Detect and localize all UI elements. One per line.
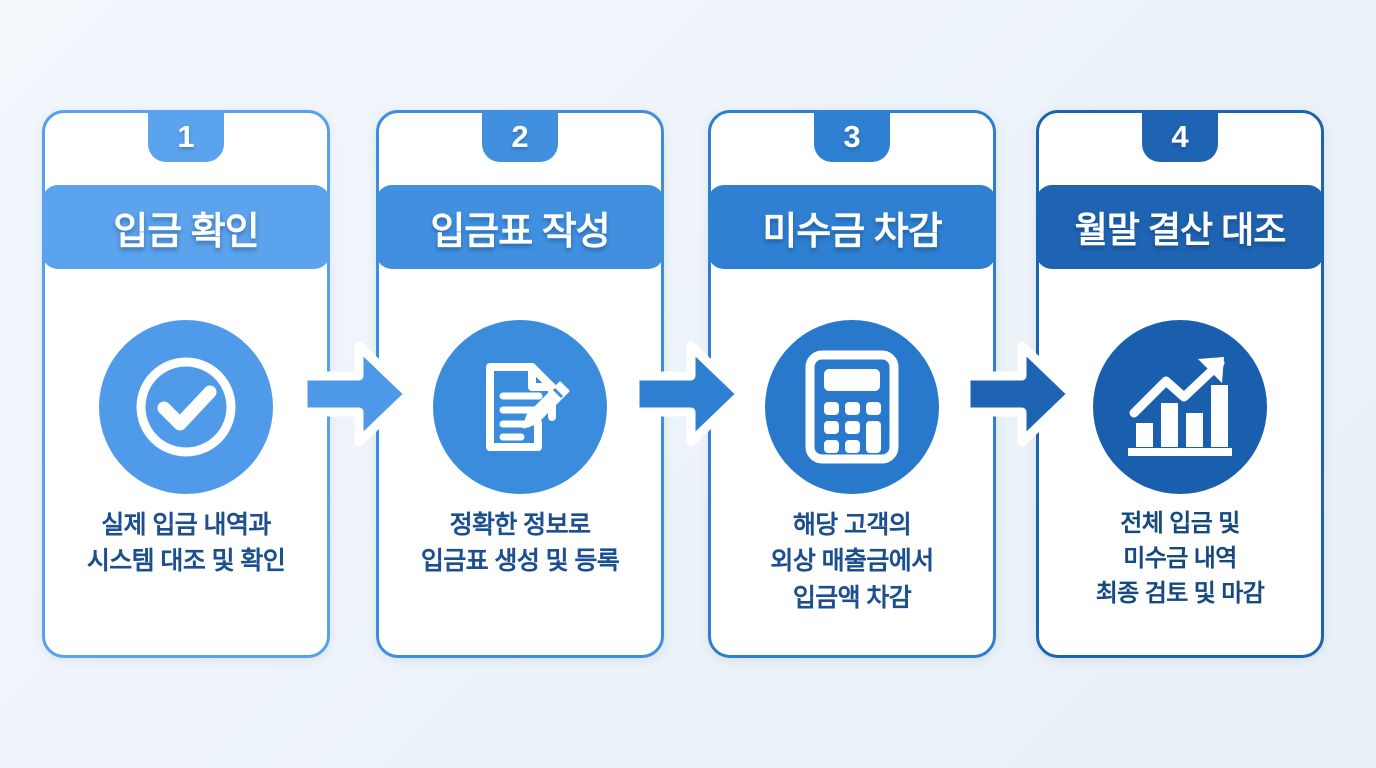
step-description-2: 정확한 정보로 입금표 생성 및 등록	[420, 511, 620, 576]
step-description-4: 전체 입금 및 미수금 내역 최종 검토 및 마감	[1095, 510, 1265, 607]
step-description-1: 실제 입금 내역과 시스템 대조 및 확인	[86, 511, 286, 576]
step-number-badge-2: 2	[482, 110, 558, 162]
step-title-band-3: 미수금 차감	[708, 185, 996, 269]
step-title-label: 미수금 차감	[762, 210, 942, 253]
step-title-label: 입금 확인	[113, 210, 259, 253]
connector-arrow-2-to-3	[629, 338, 747, 450]
arrow-right-icon	[629, 338, 747, 450]
check-circle-icon	[127, 348, 245, 466]
step-description-3: 해당 고객의 외상 매출금에서 입금액 차감	[770, 511, 934, 612]
step-number-label: 4	[1171, 118, 1189, 154]
step-title-band-4: 월말 결산 대조	[1036, 185, 1324, 269]
step-title-band-1: 입금 확인	[42, 185, 330, 269]
process-step-card-3[interactable]: 3 미수금 차감	[708, 110, 996, 658]
step-number-badge-1: 1	[148, 110, 224, 162]
document-edit-icon	[464, 351, 576, 463]
step-icon-circle-2	[433, 320, 607, 494]
arrow-right-icon	[297, 338, 415, 450]
calculator-icon	[800, 349, 904, 465]
step-icon-circle-3	[765, 320, 939, 494]
step-icon-circle-4	[1093, 320, 1267, 494]
growth-chart-icon	[1122, 351, 1238, 463]
connector-arrow-3-to-4	[960, 338, 1078, 450]
connector-arrow-1-to-2	[297, 338, 415, 450]
step-icon-circle-1	[99, 320, 273, 494]
step-title-label: 월말 결산 대조	[1074, 209, 1287, 250]
step-number-label: 2	[511, 118, 529, 154]
step-title-label: 입금표 작성	[430, 210, 610, 253]
process-step-card-4[interactable]: 4 월말 결산 대조 전체 입금 및 미수금 내역	[1036, 110, 1324, 658]
step-number-badge-4: 4	[1142, 110, 1218, 162]
process-step-card-1[interactable]: 1 입금 확인 실제 입금 내역과 시스템 대조 및 확인	[42, 110, 330, 658]
step-number-badge-3: 3	[814, 110, 890, 162]
process-step-card-2[interactable]: 2 입금표 작성	[376, 110, 664, 658]
step-title-band-2: 입금표 작성	[376, 185, 664, 269]
step-number-label: 1	[177, 118, 195, 154]
arrow-right-icon	[960, 338, 1078, 450]
step-number-label: 3	[843, 118, 861, 154]
